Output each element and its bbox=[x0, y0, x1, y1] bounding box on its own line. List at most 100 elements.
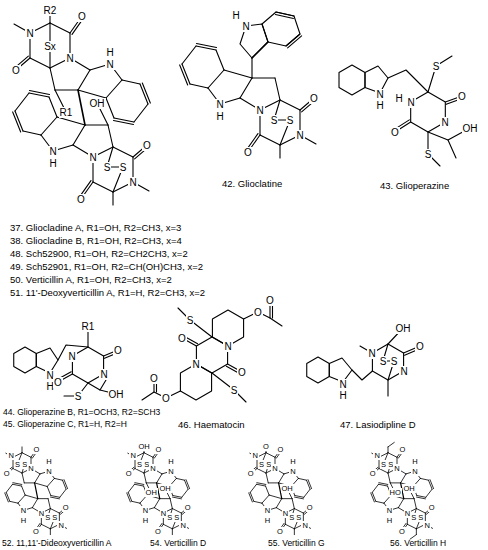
bond-line bbox=[387, 380, 388, 396]
bond-line bbox=[420, 478, 428, 480]
bond-line bbox=[60, 489, 66, 497]
bond-line bbox=[50, 529, 51, 535]
bond-line bbox=[257, 469, 266, 474]
bond-line bbox=[38, 498, 48, 499]
bond-line bbox=[268, 482, 278, 483]
atom-label: S bbox=[14, 460, 21, 469]
bond-line bbox=[127, 493, 131, 502]
atom-label: N bbox=[282, 509, 289, 518]
atom-label: H bbox=[386, 516, 393, 525]
bond-line bbox=[276, 499, 281, 508]
atom-label: H bbox=[142, 516, 149, 525]
bond-line bbox=[132, 501, 140, 503]
compound-caption: 50. Verticillin A, R1=OH, R2=CH3, x=2 bbox=[10, 274, 172, 285]
atom-label: N bbox=[386, 506, 393, 515]
compound-caption: 54. Verticillin D bbox=[150, 538, 206, 548]
bond-line bbox=[22, 453, 31, 458]
bond-line bbox=[307, 480, 311, 489]
bond-line bbox=[372, 492, 376, 501]
bond-line bbox=[307, 357, 330, 383]
bond-line bbox=[106, 80, 122, 98]
atom-label: N bbox=[367, 348, 376, 359]
atom-label: N bbox=[128, 177, 137, 188]
bond-line bbox=[54, 478, 62, 480]
bond-line bbox=[106, 98, 114, 118]
bond-line bbox=[35, 474, 40, 483]
bond-line bbox=[250, 484, 256, 492]
bond-line bbox=[428, 56, 452, 92]
atom-label: N bbox=[241, 21, 250, 32]
bond-line bbox=[379, 469, 388, 474]
bond-line bbox=[288, 36, 302, 48]
bond-line bbox=[426, 489, 432, 497]
atom-label: S bbox=[186, 315, 195, 326]
atom-label: N bbox=[301, 521, 308, 530]
bond-line bbox=[160, 498, 170, 499]
bond-line bbox=[250, 492, 254, 501]
atom-label: O bbox=[149, 373, 159, 384]
atom-label: S bbox=[258, 460, 265, 469]
bond-line bbox=[185, 480, 189, 489]
bond-line bbox=[30, 58, 50, 68]
bond-line bbox=[128, 484, 134, 492]
atom-label: H bbox=[375, 100, 384, 111]
atom-label: OH bbox=[108, 389, 125, 400]
bond-line bbox=[186, 480, 190, 489]
atom-label: N bbox=[179, 521, 186, 530]
bond-line bbox=[29, 91, 49, 95]
bond-line bbox=[22, 486, 26, 495]
bond-line bbox=[414, 499, 416, 509]
atom-label: H bbox=[264, 516, 271, 525]
atom-label: N bbox=[264, 506, 271, 515]
bond-line bbox=[135, 469, 144, 474]
atom-label: N bbox=[67, 351, 76, 362]
atom-label: O bbox=[276, 445, 284, 454]
bond-line bbox=[163, 524, 172, 529]
bond-line bbox=[252, 42, 268, 58]
bond-line bbox=[22, 473, 24, 483]
bond-line bbox=[275, 78, 280, 100]
bond-line bbox=[279, 474, 284, 483]
bond-line bbox=[144, 473, 146, 483]
bond-line bbox=[41, 117, 57, 135]
bond-line bbox=[404, 498, 414, 499]
bond-line bbox=[240, 78, 252, 98]
compound-caption: 52. 11,11'-Dideoxyverticillin A bbox=[2, 538, 112, 548]
atom-label: R2 bbox=[43, 5, 58, 16]
bond-line bbox=[269, 495, 282, 499]
bond-line bbox=[416, 529, 417, 535]
atom-label: N bbox=[27, 464, 34, 473]
bond-line bbox=[50, 23, 70, 33]
atom-label: H bbox=[289, 457, 296, 466]
atom-label: N bbox=[271, 464, 278, 473]
atom-label: N bbox=[105, 59, 114, 70]
bond-line bbox=[142, 83, 150, 103]
atom-label: O bbox=[262, 442, 270, 451]
bond-line bbox=[78, 70, 90, 90]
bond-line bbox=[32, 499, 37, 508]
atom-label: N bbox=[160, 509, 167, 518]
atom-label: O bbox=[32, 527, 40, 536]
bond-line bbox=[294, 497, 303, 499]
atom-label: O bbox=[142, 140, 152, 151]
atom-label: N bbox=[99, 369, 108, 380]
bond-line bbox=[401, 474, 406, 483]
atom-label: R1 bbox=[59, 107, 74, 118]
bond-line bbox=[87, 330, 88, 347]
bond-line bbox=[254, 501, 262, 503]
bond-line bbox=[35, 483, 48, 487]
bond-line bbox=[266, 486, 270, 495]
bond-line bbox=[47, 478, 54, 486]
bond-line bbox=[64, 480, 68, 489]
atom-label: O bbox=[398, 445, 406, 454]
atom-label: OH bbox=[159, 484, 172, 493]
bond-line bbox=[280, 100, 300, 110]
atom-label: S bbox=[390, 356, 399, 367]
atom-label: S bbox=[286, 115, 295, 126]
bond-line bbox=[286, 34, 300, 46]
bond-line bbox=[135, 483, 144, 485]
bond-line bbox=[57, 117, 85, 125]
atom-label: S bbox=[166, 513, 173, 522]
bond-line bbox=[13, 112, 21, 132]
